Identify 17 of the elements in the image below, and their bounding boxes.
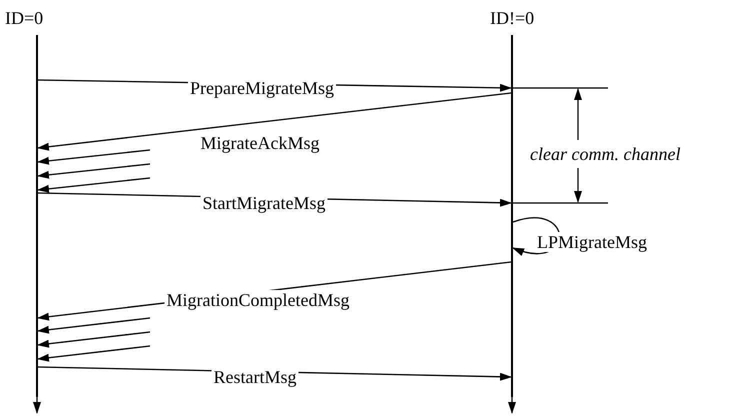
lifeline-bar: [511, 35, 513, 397]
lifeline-arrow: [508, 397, 516, 414]
edge-label: MigrationCompletedMsg: [164, 290, 352, 310]
message-arrow: [37, 331, 150, 348]
edge-label: StartMigrateMsg: [200, 193, 328, 213]
lifeline-label: ID!=0: [490, 8, 534, 28]
message-arrow: [37, 345, 150, 362]
lifeline-bar: [36, 35, 38, 397]
lifeline-label: ID=0: [5, 8, 44, 28]
message-arrow: [37, 92, 512, 151]
message-arrow: [37, 149, 150, 165]
message-arrow: [37, 177, 150, 193]
message-arrow: [37, 163, 150, 179]
edge-label: RestartMsg: [212, 367, 298, 387]
lifeline-arrow: [33, 397, 41, 414]
edge-label: LPMigrateMsg: [535, 232, 649, 252]
message-arrow: [37, 317, 150, 334]
